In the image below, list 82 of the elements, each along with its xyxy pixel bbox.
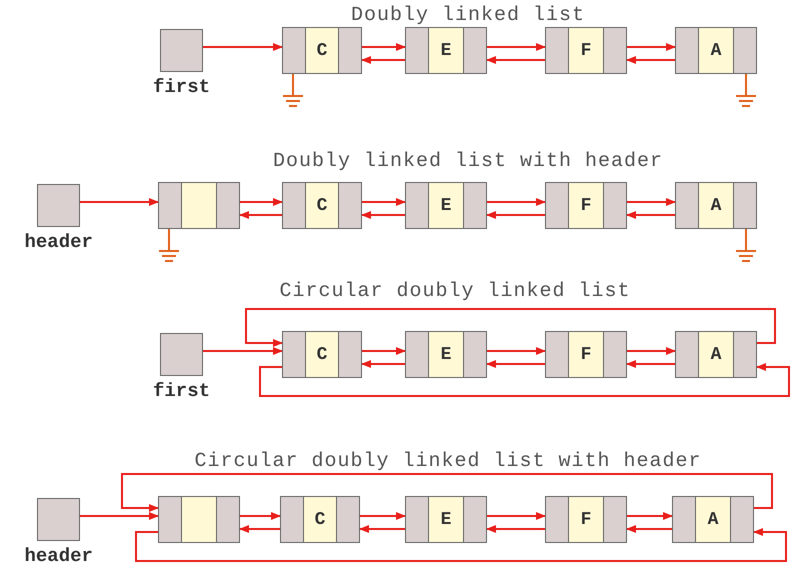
pointer-arrow bbox=[362, 198, 406, 206]
pointer-arrow bbox=[486, 525, 545, 533]
pointer-arrow bbox=[486, 211, 545, 219]
pointer-box bbox=[160, 29, 203, 72]
pointer-arrow bbox=[361, 360, 405, 368]
list-node bbox=[545, 182, 627, 229]
pointer-arrow bbox=[627, 512, 673, 520]
pointer-arrow bbox=[80, 512, 159, 520]
pointer-arrow bbox=[240, 198, 283, 206]
pointer-arrow bbox=[239, 525, 280, 533]
list-node bbox=[545, 27, 627, 74]
node-value: F bbox=[568, 28, 604, 73]
list-node bbox=[282, 182, 362, 229]
pointer-name: header bbox=[24, 545, 93, 567]
node-value: C bbox=[303, 497, 337, 542]
pointer-arrow bbox=[359, 525, 405, 533]
node-value: A bbox=[698, 28, 734, 73]
pointer-arrow bbox=[239, 211, 282, 219]
node-value: E bbox=[428, 28, 464, 73]
list-node bbox=[280, 496, 360, 543]
pointer-box bbox=[160, 333, 203, 376]
list-node bbox=[405, 182, 487, 229]
node-value: E bbox=[428, 332, 464, 377]
pointer-arrow bbox=[486, 56, 545, 64]
node-value: F bbox=[568, 183, 604, 228]
pointer-arrow bbox=[80, 198, 159, 206]
pointer-arrow bbox=[361, 211, 405, 219]
pointer-arrow bbox=[487, 43, 546, 51]
pointer-arrow bbox=[121, 473, 773, 512]
list-node bbox=[675, 27, 757, 74]
pointer-arrow bbox=[362, 43, 406, 51]
list-title: Doubly linked list with header bbox=[272, 150, 664, 173]
pointer-arrow bbox=[203, 347, 283, 355]
pointer-name: first bbox=[153, 380, 210, 402]
list-node bbox=[545, 331, 627, 378]
list-node bbox=[282, 331, 362, 378]
list-title: Circular doubly linked list with header bbox=[194, 450, 702, 473]
pointer-arrow bbox=[361, 56, 405, 64]
node-value: A bbox=[698, 332, 734, 377]
pointer-arrow bbox=[626, 525, 672, 533]
node-value: C bbox=[305, 183, 339, 228]
pointer-arrow bbox=[487, 198, 546, 206]
header-node bbox=[158, 182, 240, 229]
node-value: C bbox=[305, 28, 339, 73]
pointer-arrow bbox=[486, 360, 545, 368]
pointer-arrow bbox=[626, 56, 675, 64]
node-value: E bbox=[428, 497, 464, 542]
list-node bbox=[545, 496, 627, 543]
list-node bbox=[405, 27, 487, 74]
node-value: F bbox=[568, 497, 604, 542]
pointer-box bbox=[37, 184, 80, 227]
pointer-name: first bbox=[153, 76, 210, 98]
pointer-arrow bbox=[259, 363, 790, 397]
pointer-name: header bbox=[24, 231, 93, 253]
pointer-arrow bbox=[203, 43, 283, 51]
pointer-arrow bbox=[627, 43, 676, 51]
pointer-box bbox=[37, 498, 80, 541]
list-title: Doubly linked list bbox=[350, 4, 586, 27]
pointer-arrow bbox=[487, 512, 546, 520]
list-node bbox=[405, 496, 487, 543]
pointer-arrow bbox=[240, 512, 281, 520]
node-value: F bbox=[568, 332, 604, 377]
pointer-arrow bbox=[626, 360, 675, 368]
pointer-arrow bbox=[626, 211, 675, 219]
node-value: E bbox=[428, 183, 464, 228]
pointer-arrow bbox=[487, 347, 546, 355]
pointer-arrow bbox=[135, 528, 787, 562]
list-node bbox=[282, 27, 362, 74]
list-node bbox=[672, 496, 754, 543]
pointer-arrow bbox=[627, 347, 676, 355]
node-value: C bbox=[305, 332, 339, 377]
pointer-arrow bbox=[627, 198, 676, 206]
node-value: A bbox=[695, 497, 731, 542]
node-value: A bbox=[698, 183, 734, 228]
list-node bbox=[675, 182, 757, 229]
list-node bbox=[675, 331, 757, 378]
list-title: Circular doubly linked list bbox=[279, 280, 631, 303]
list-node bbox=[405, 331, 487, 378]
pointer-arrow bbox=[362, 347, 406, 355]
pointer-arrow bbox=[245, 308, 776, 347]
header-node bbox=[158, 496, 240, 543]
pointer-arrow bbox=[360, 512, 406, 520]
